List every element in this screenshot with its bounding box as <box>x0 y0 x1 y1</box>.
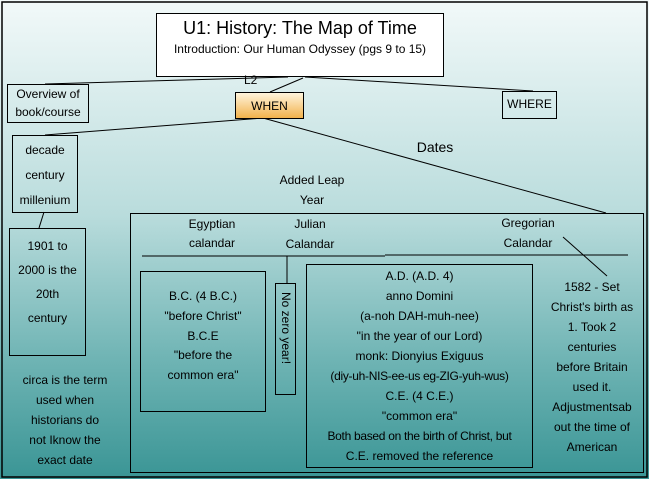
leap-line: Added Leap <box>279 173 345 187</box>
bc-line: common era" <box>167 368 239 382</box>
example-line: 2000 is the <box>18 263 77 277</box>
ad-line: Both based on the birth of Christ, but <box>327 429 512 443</box>
subtitle: Introduction: Our Human Odyssey (pgs 9 t… <box>173 42 427 56</box>
line-title-when <box>269 77 304 93</box>
where-label: WHERE <box>507 97 552 111</box>
gregorian-note-line: Christ's birth as <box>550 300 634 314</box>
line-title-where <box>304 76 534 92</box>
line-when-units <box>44 117 264 136</box>
overview-node: Overview of book/course <box>7 84 89 123</box>
title: U1: History: The Map of Time <box>183 18 417 38</box>
line-when-dates <box>262 117 607 214</box>
unit-item: decade <box>25 143 65 157</box>
example-line: century <box>27 311 68 325</box>
ad-line: "in the year of our Lord) <box>356 329 483 343</box>
ad-line: C.E. removed the reference <box>345 449 494 463</box>
example-line: 20th <box>35 287 60 301</box>
julian-line: Calandar <box>285 237 335 251</box>
gregorian-note-line: out the time of <box>553 420 631 434</box>
title-box: U1: History: The Map of Time Introductio… <box>156 13 444 77</box>
dates-container <box>130 213 644 473</box>
gregorian-note-line: before Britain <box>556 360 628 374</box>
ad-line: "common era" <box>381 409 458 423</box>
bc-line: "before Christ" <box>164 309 242 323</box>
example-line: 1901 to <box>27 239 68 253</box>
bc-line: B.C.E <box>187 329 219 343</box>
line-gregorian-note <box>562 236 608 277</box>
circa-line: not Iknow the <box>29 433 101 447</box>
gregorian-note-line: Adjustmentsab <box>552 400 632 414</box>
leap-line: Year <box>299 193 325 207</box>
gregorian-note-line: used it. <box>572 380 612 394</box>
gregorian-line: Gregorian <box>501 216 555 230</box>
ad-line: A.D. (A.D. 4) <box>385 269 454 283</box>
line-title-overview <box>44 76 289 85</box>
bc-line: B.C. (4 B.C.) <box>168 289 237 303</box>
overview-line: book/course <box>15 105 81 119</box>
when-node: WHEN <box>235 92 304 119</box>
where-node: WHERE <box>502 91 557 119</box>
no-zero-year-node: No zero year! <box>275 283 296 395</box>
gregorian-note-line: centuries <box>567 340 617 354</box>
egyptian-line: calandar <box>188 236 236 250</box>
when-label: WHEN <box>251 99 288 113</box>
ad-line: (a-noh DAH-muh-nee) <box>360 309 479 323</box>
circa-line: historians do <box>30 413 100 427</box>
line-units-example <box>38 211 45 229</box>
dates-label: Dates <box>416 139 454 155</box>
ad-line: (diy-uh-NIS-ee-us eg-ZIG-yuh-wus) <box>330 369 509 383</box>
gregorian-note-line: 1582 - Set <box>564 280 620 294</box>
ad-line: C.E. (4 C.E.) <box>385 389 454 403</box>
ad-line: monk: Dionyius Exiguus <box>355 349 484 363</box>
circa-line: used when <box>35 393 95 407</box>
bc-node: B.C. (4 B.C.) "before Christ" B.C.E "bef… <box>140 271 266 412</box>
gregorian-line: Calandar <box>503 236 553 250</box>
l2-label: L2 <box>244 73 258 87</box>
egyptian-line: Egyptian <box>188 217 236 231</box>
circa-line: circa is the term <box>22 373 108 387</box>
julian-line: Julian <box>294 217 326 231</box>
circa-line: exact date <box>37 453 93 467</box>
century-example-node: 1901 to 2000 is the 20th century <box>9 228 86 356</box>
ad-line: anno Domini <box>385 289 454 303</box>
unit-item: century <box>25 168 65 182</box>
gregorian-note-line: 1. Took 2 <box>567 320 617 334</box>
overview-line: Overview of <box>16 87 80 101</box>
unit-item: millenium <box>19 193 71 207</box>
time-units-node: decade century millenium <box>12 135 78 213</box>
ad-node: A.D. (A.D. 4) anno Domini (a-noh DAH-muh… <box>306 264 533 468</box>
gregorian-note-line: American <box>566 440 618 454</box>
no-zero-label: No zero year! <box>279 292 293 365</box>
bc-line: "before the <box>173 348 233 362</box>
